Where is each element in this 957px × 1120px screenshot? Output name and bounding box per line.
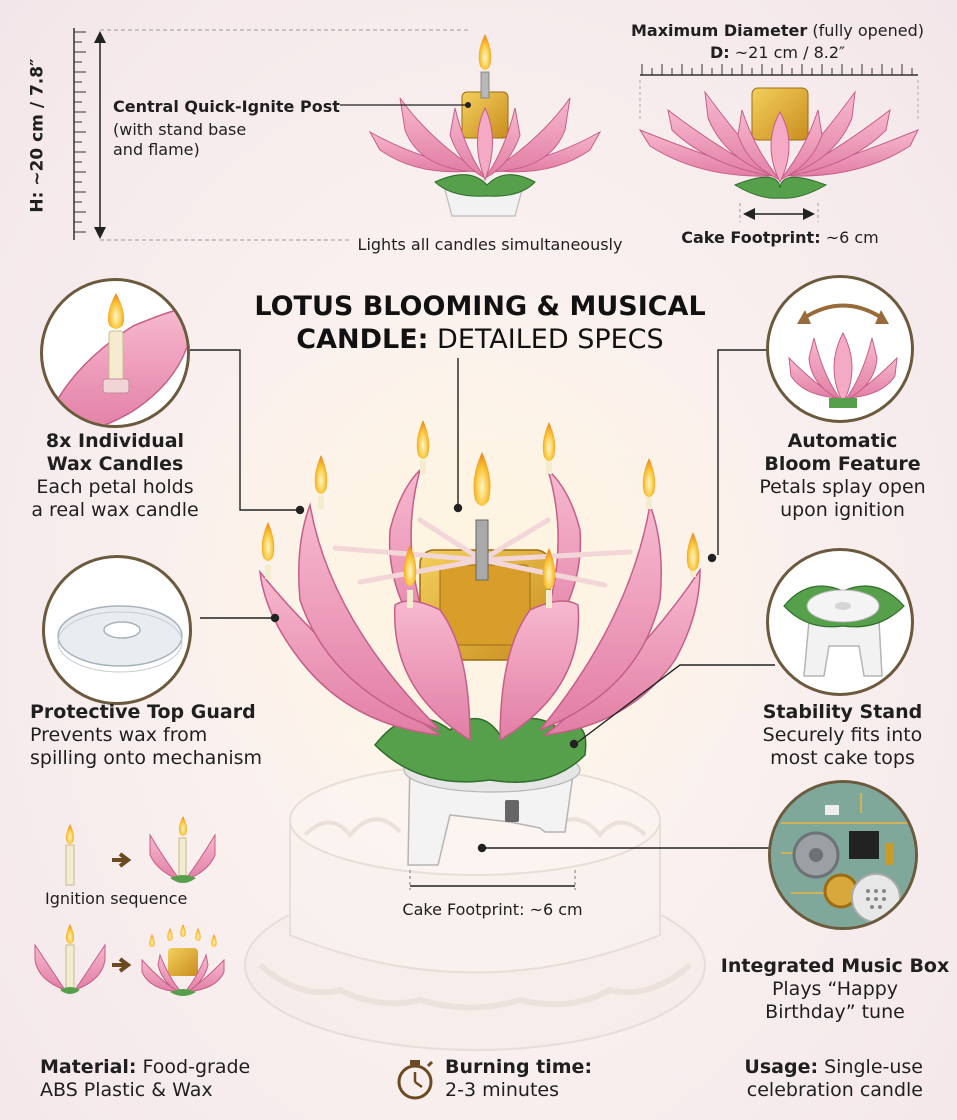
- diameter-ruler: [639, 64, 919, 120]
- spec-material: Material: Food-grade ABS Plastic & Wax: [40, 1056, 251, 1101]
- top-guard-closeup: [42, 555, 192, 705]
- candle-flames: [261, 420, 700, 608]
- bloom-closeup: [766, 275, 914, 423]
- center-footprint: Cake Footprint: ~6 cm: [402, 900, 583, 919]
- height-label: H: ~20 cm / 7.8″: [27, 58, 48, 213]
- main-lotus: [258, 467, 701, 866]
- ignition-sequence-graphic: [34, 816, 225, 996]
- ignition-sequence-label: Ignition sequence: [45, 889, 188, 908]
- spec-usage: Usage: Single-use celebration candle: [744, 1056, 923, 1101]
- spec-burning-time: Burning time: 2-3 minutes: [445, 1056, 593, 1101]
- feature-bloom: Automatic Bloom Feature Petals splay ope…: [759, 430, 926, 521]
- post-title: Central Quick-Ignite Post: [113, 97, 340, 116]
- candle-petal-closeup: [40, 278, 190, 428]
- page-title: LOTUS BLOOMING & MUSICAL CANDLE: DETAILE…: [254, 291, 706, 355]
- ignite-caption: Lights all candles simultaneously: [357, 235, 623, 254]
- stand-closeup: [766, 548, 914, 696]
- music-box-closeup: [768, 780, 918, 930]
- leader-lines: [190, 349, 775, 890]
- top-footprint: Cake Footprint: ~6 cm: [681, 228, 879, 247]
- post-subtitle-1: (with stand base: [113, 120, 247, 139]
- feature-stand: Stability Stand Securely fits into most …: [762, 701, 923, 769]
- cake: [244, 764, 706, 1051]
- height-label-wrap: H: ~20 cm / 7.8″: [8, 30, 68, 242]
- feature-music-box: Integrated Music Box Plays “Happy Birthd…: [720, 955, 950, 1023]
- post-subtitle-2: and flame): [113, 140, 200, 159]
- height-ruler: [73, 28, 470, 241]
- diameter-title: Maximum Diameter (fully opened): [630, 21, 925, 40]
- diameter-value: D: ~21 cm / 8.2″: [710, 43, 845, 62]
- small-lotus-post: [340, 34, 602, 217]
- feature-top-guard: Protective Top Guard Prevents wax from s…: [30, 701, 263, 769]
- wide-lotus: [638, 87, 920, 222]
- feature-candles: 8x Individual Wax Candles Each petal hol…: [31, 430, 199, 521]
- stopwatch-icon: [397, 1060, 434, 1100]
